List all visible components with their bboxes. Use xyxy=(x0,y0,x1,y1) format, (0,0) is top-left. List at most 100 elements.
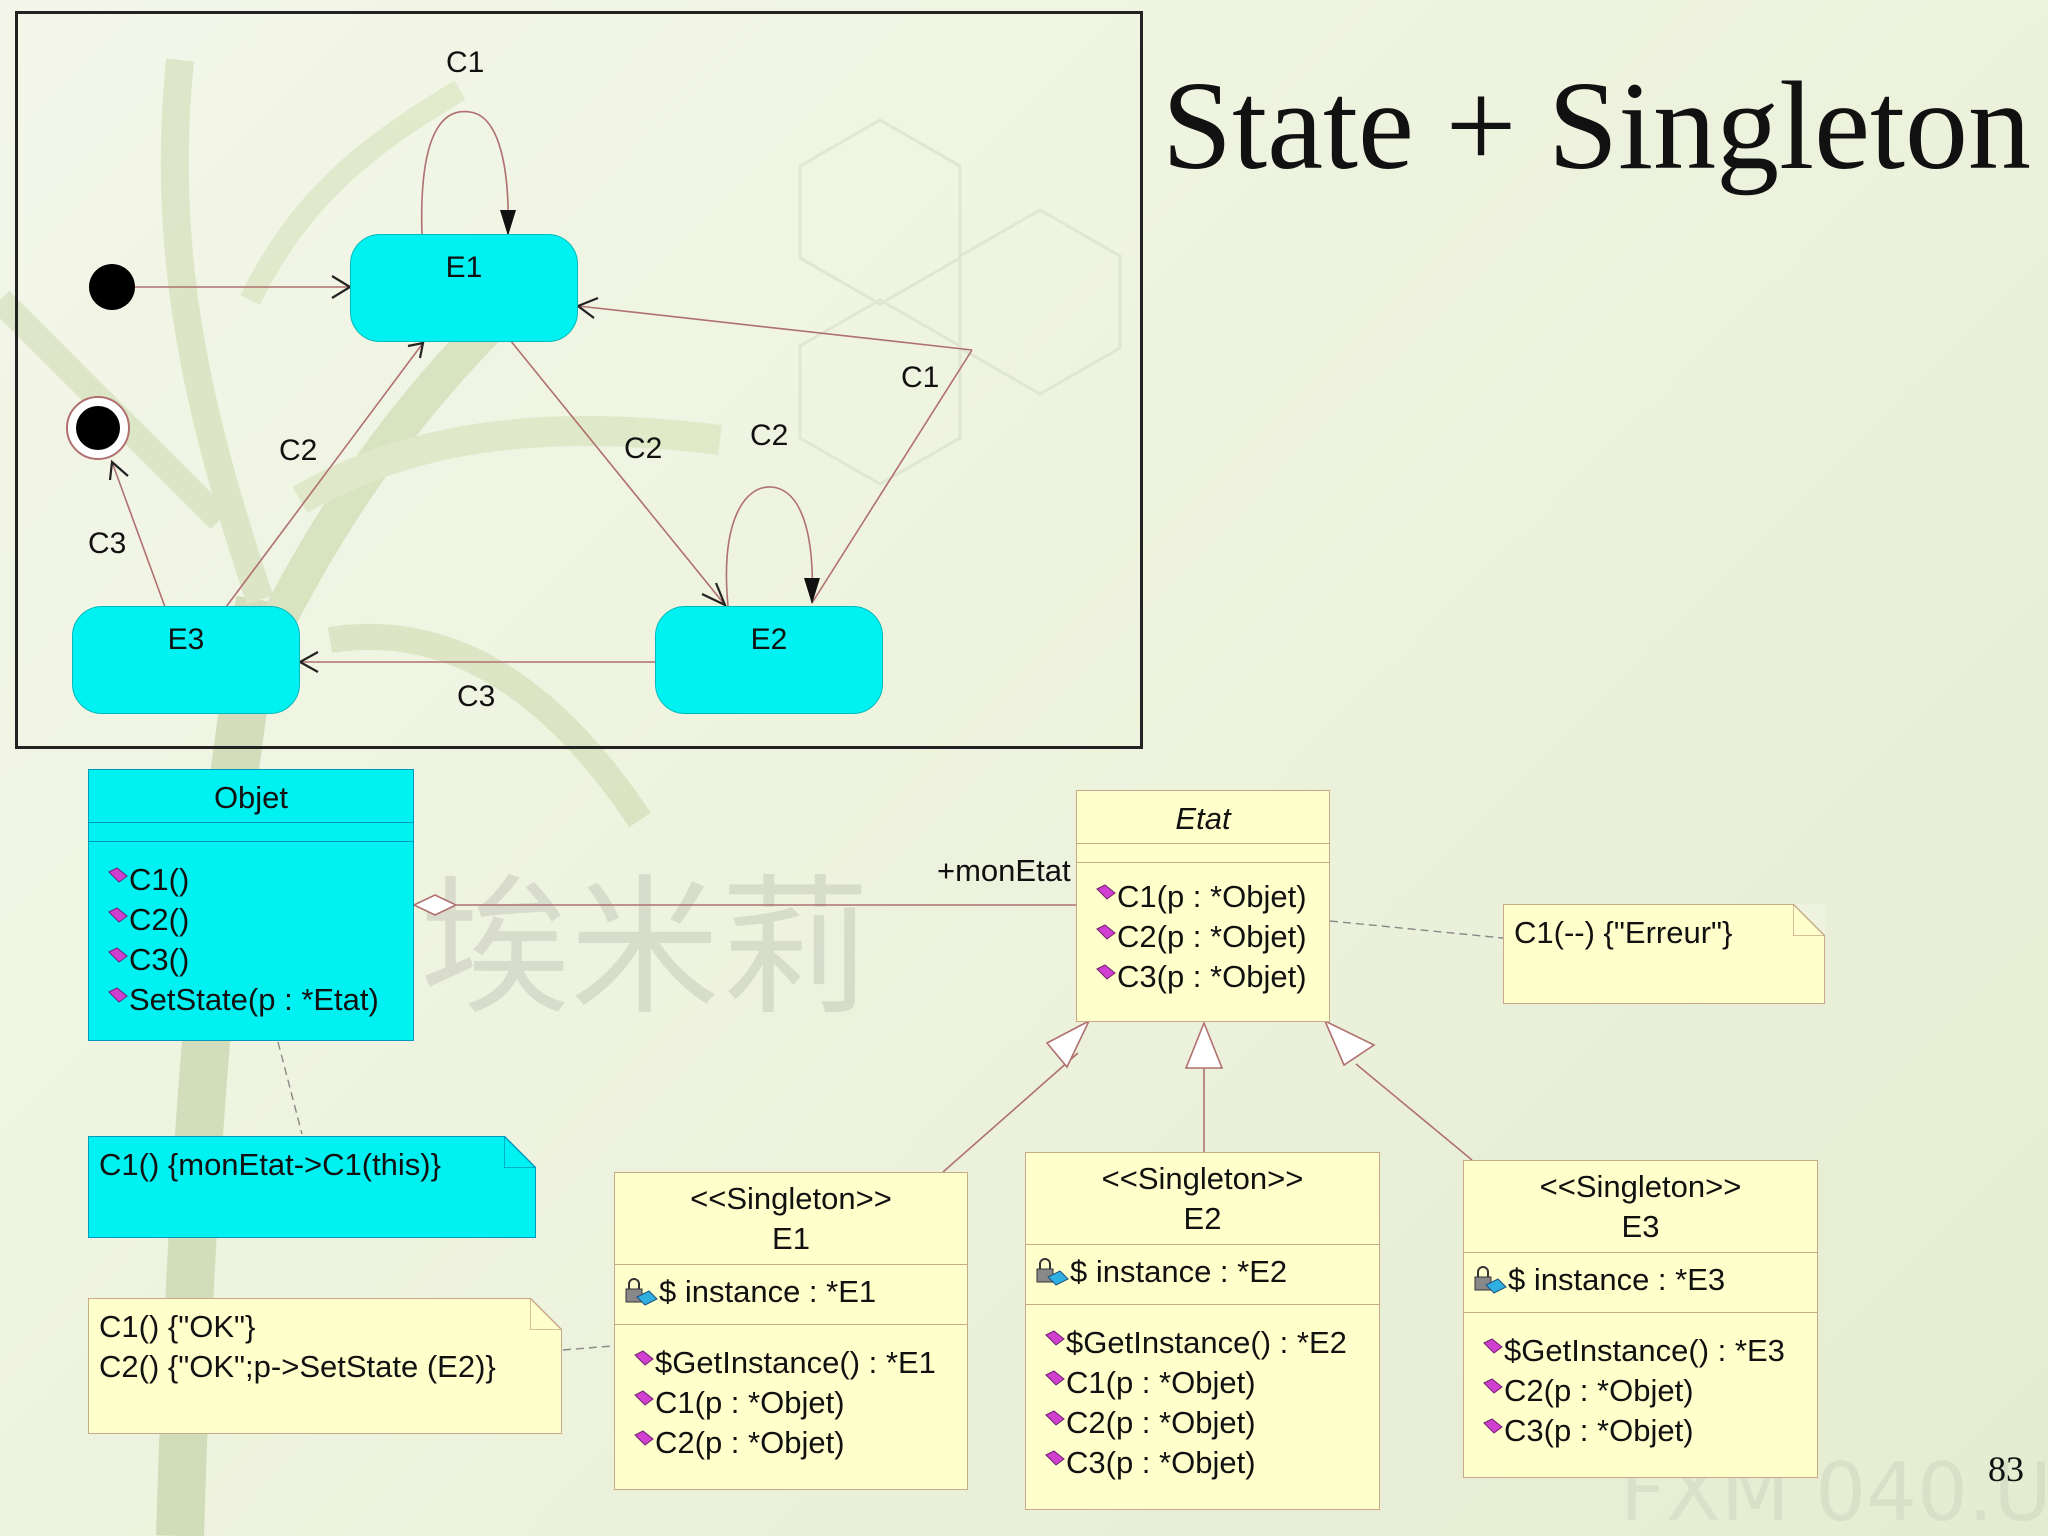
class-etat-name: Etat xyxy=(1077,791,1329,844)
attribute-text: $ instance : *E1 xyxy=(659,1274,877,1309)
note-etat-erreur: C1(--) {"Erreur"} xyxy=(1503,904,1825,1004)
class-objet: Objet C1() C2() C3() SetState(p : *Etat) xyxy=(88,769,414,1041)
class-e2-stereotype: <<Singleton>> xyxy=(1101,1161,1304,1196)
operation-text: C3() xyxy=(129,942,190,977)
operation-text: C2(p : *Objet) xyxy=(1066,1405,1256,1440)
attribute-text: $ instance : *E2 xyxy=(1070,1254,1288,1289)
operation-icon xyxy=(108,907,128,923)
attribute-row: $ instance : *E2 xyxy=(1026,1249,1379,1295)
operation-text: SetState(p : *Etat) xyxy=(129,982,379,1017)
operation-row: C2() xyxy=(89,900,413,940)
operation-row: C2(p : *Objet) xyxy=(615,1423,967,1463)
transition-label-e1-self: C1 xyxy=(446,46,485,79)
operation-text: C1() xyxy=(129,862,190,897)
operation-text: $GetInstance() : *E1 xyxy=(655,1345,936,1380)
state-e1: E1 xyxy=(350,234,578,342)
operation-row: C3() xyxy=(89,940,413,980)
operation-row: C1(p : *Objet) xyxy=(1077,877,1329,917)
operation-text: C3(p : *Objet) xyxy=(1066,1445,1256,1480)
operation-row: C1(p : *Objet) xyxy=(615,1383,967,1423)
operation-icon xyxy=(1483,1418,1503,1434)
transition-label-e3-to-final: C3 xyxy=(88,527,127,560)
note-etat-text: C1(--) {"Erreur"} xyxy=(1514,915,1733,950)
lock-icon xyxy=(625,1278,658,1306)
class-e1-header: <<Singleton>> E1 xyxy=(615,1173,967,1265)
operation-row: SetState(p : *Etat) xyxy=(89,980,413,1020)
operation-row: $GetInstance() : *E1 xyxy=(615,1343,967,1383)
operation-row: C2(p : *Objet) xyxy=(1026,1403,1379,1443)
class-e3-header: <<Singleton>> E3 xyxy=(1464,1161,1817,1253)
attribute-text: $ instance : *E3 xyxy=(1508,1262,1726,1297)
operation-row: C2(p : *Objet) xyxy=(1464,1371,1817,1411)
operation-text: C1(p : *Objet) xyxy=(1066,1365,1256,1400)
chinese-watermark: 埃米莉 xyxy=(420,862,870,1036)
transition-label-e2-to-e1: C1 xyxy=(901,361,940,394)
class-objet-name: Objet xyxy=(89,770,413,823)
state-e2-label: E2 xyxy=(750,623,788,656)
operation-text: C3(p : *Objet) xyxy=(1504,1413,1694,1448)
operation-icon xyxy=(108,867,128,883)
class-objet-attributes xyxy=(89,823,413,842)
state-diagram-frame xyxy=(15,11,1143,749)
inheritance-arrow-e1 xyxy=(1045,1019,1091,1069)
class-e1-name: E1 xyxy=(772,1221,810,1256)
operation-text: $GetInstance() : *E2 xyxy=(1066,1325,1347,1360)
note-fold-corner xyxy=(504,1136,536,1168)
operation-icon xyxy=(1045,1450,1065,1466)
note-objet-text: C1() {monEtat->C1(this)} xyxy=(99,1147,441,1182)
class-e2-name: E2 xyxy=(1183,1201,1222,1236)
final-state-dot xyxy=(76,406,120,450)
inheritance-arrow-e2 xyxy=(1184,1020,1224,1069)
operation-row: $GetInstance() : *E3 xyxy=(1464,1331,1817,1371)
class-objet-operations: C1() C2() C3() SetState(p : *Etat) xyxy=(89,842,413,1020)
operation-icon xyxy=(634,1430,654,1446)
lock-icon xyxy=(1474,1266,1507,1294)
operation-row: C3(p : *Objet) xyxy=(1026,1443,1379,1483)
lock-icon xyxy=(1036,1258,1069,1286)
transition-label-e2-to-e3: C3 xyxy=(457,680,496,713)
operation-icon xyxy=(1096,884,1116,900)
class-e1-operations: $GetInstance() : *E1 C1(p : *Objet) C2(p… xyxy=(615,1325,967,1463)
note-e1-impl: C1() {"OK"} C2() {"OK";p->SetState (E2)} xyxy=(88,1298,562,1434)
class-e1-singleton: <<Singleton>> E1 $ instance : *E1 $GetIn… xyxy=(614,1172,968,1490)
operation-text: C1(p : *Objet) xyxy=(1117,879,1307,914)
class-e1-attributes: $ instance : *E1 xyxy=(615,1265,967,1325)
class-e2-operations: $GetInstance() : *E2 C1(p : *Objet) C2(p… xyxy=(1026,1305,1379,1483)
class-e2-header: <<Singleton>> E2 xyxy=(1026,1153,1379,1245)
state-e3-label: E3 xyxy=(167,623,205,656)
operation-row: C2(p : *Objet) xyxy=(1077,917,1329,957)
operation-icon xyxy=(1096,964,1116,980)
aggregation-diamond xyxy=(412,894,458,916)
class-etat-attributes xyxy=(1077,844,1329,863)
class-e2-attributes: $ instance : *E2 xyxy=(1026,1245,1379,1305)
inheritance-arrow-e3 xyxy=(1323,1019,1376,1067)
operation-text: $GetInstance() : *E3 xyxy=(1504,1333,1785,1368)
transition-label-e1-to-e2: C2 xyxy=(624,432,663,465)
attribute-row: $ instance : *E1 xyxy=(615,1269,967,1315)
class-e3-name: E3 xyxy=(1621,1209,1660,1244)
state-e1-label: E1 xyxy=(445,251,483,284)
operation-text: C2(p : *Objet) xyxy=(1117,919,1307,954)
state-e3: E3 xyxy=(72,606,300,714)
operation-icon xyxy=(634,1390,654,1406)
class-etat: Etat C1(p : *Objet) C2(p : *Objet) C3(p … xyxy=(1076,790,1330,1022)
operation-icon xyxy=(1483,1338,1503,1354)
operation-text: C2() xyxy=(129,902,190,937)
operation-row: $GetInstance() : *E2 xyxy=(1026,1323,1379,1363)
operation-text: C3(p : *Objet) xyxy=(1117,959,1307,994)
note-fold-corner xyxy=(1793,904,1825,936)
operation-text: C2(p : *Objet) xyxy=(655,1425,845,1460)
class-e3-singleton: <<Singleton>> E3 $ instance : *E3 $GetIn… xyxy=(1463,1160,1818,1478)
operation-icon xyxy=(1096,924,1116,940)
class-e1-stereotype: <<Singleton>> xyxy=(690,1181,892,1216)
class-e3-attributes: $ instance : *E3 xyxy=(1464,1253,1817,1313)
operation-row: C1() xyxy=(89,860,413,900)
note-fold-corner xyxy=(530,1298,562,1330)
attribute-row: $ instance : *E3 xyxy=(1464,1257,1817,1303)
operation-text: C2(p : *Objet) xyxy=(1504,1373,1694,1408)
operation-text: C1(p : *Objet) xyxy=(655,1385,845,1420)
operation-row: C3(p : *Objet) xyxy=(1077,957,1329,997)
note-e1-line1: C1() {"OK"} xyxy=(99,1309,256,1344)
